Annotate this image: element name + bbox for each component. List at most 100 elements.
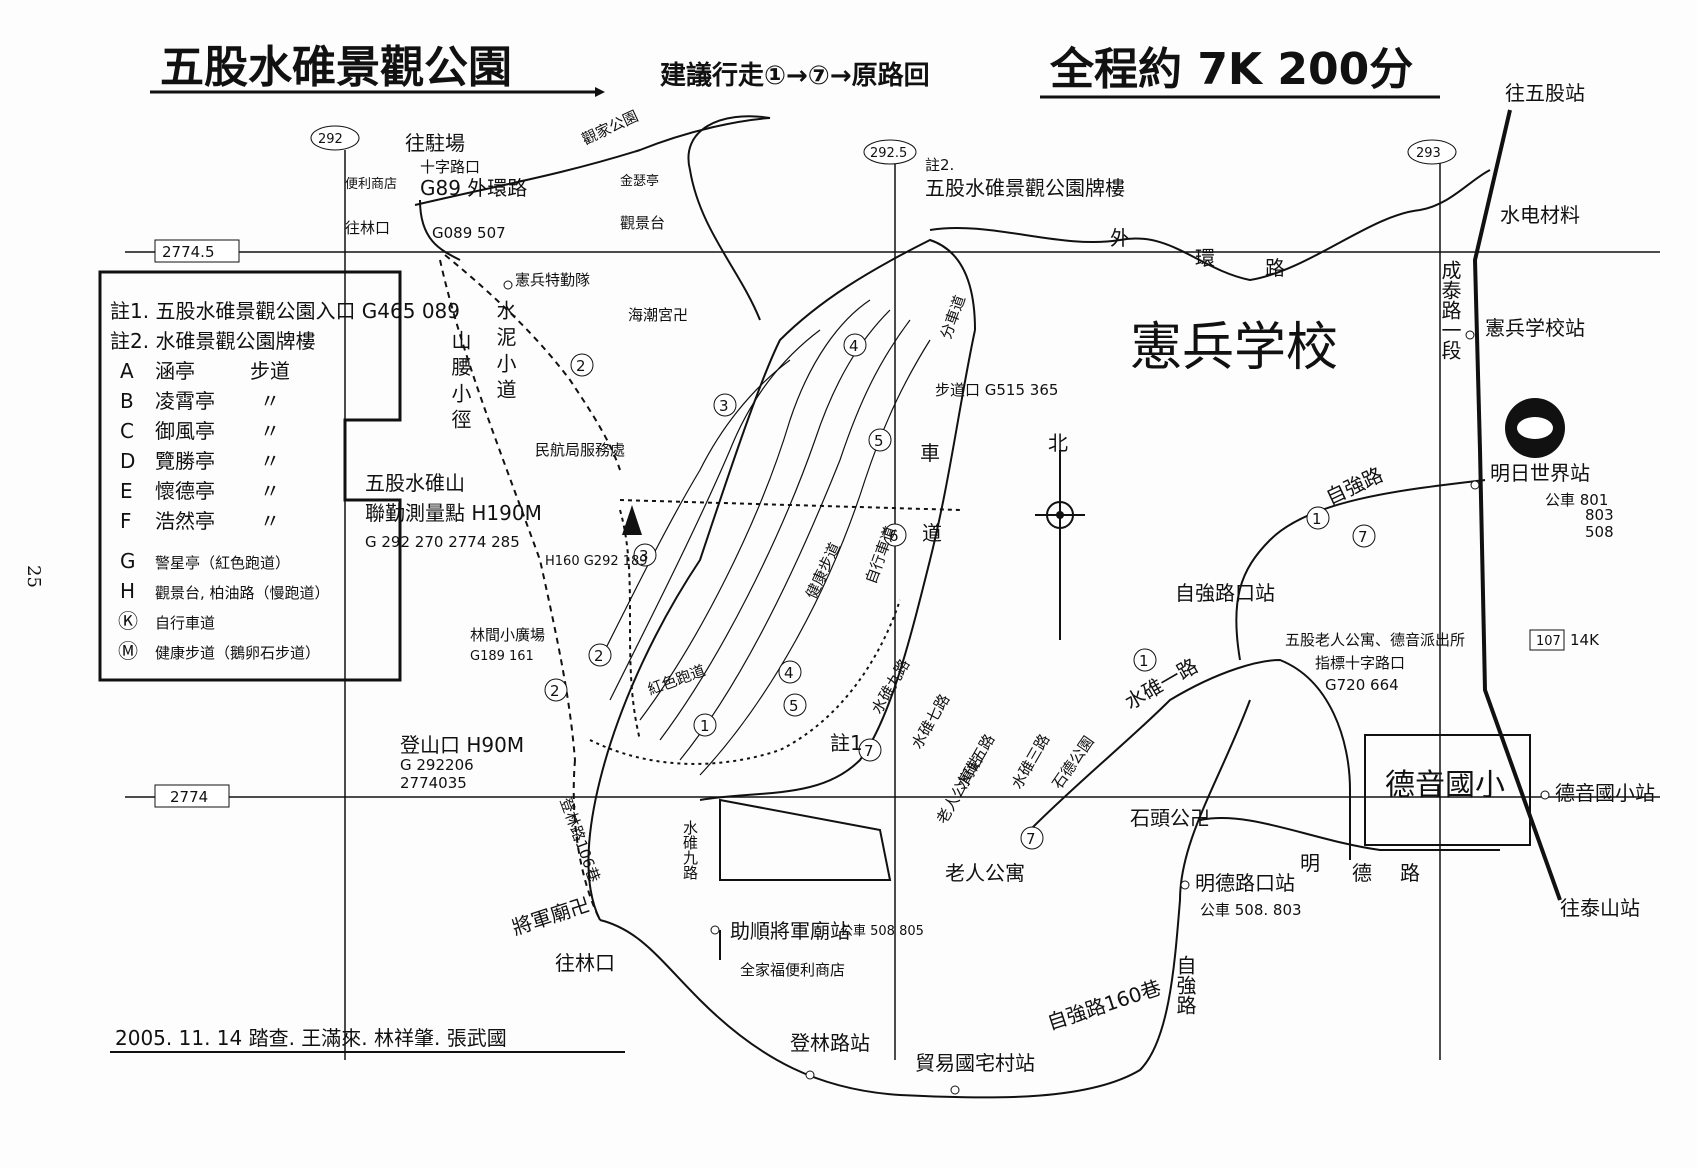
label-shan-xiao-jing: 山 腰 小 徑 bbox=[448, 330, 472, 429]
west-return-path bbox=[619, 509, 641, 741]
step-2-label: 2 bbox=[576, 357, 586, 375]
step-5-label: 5 bbox=[789, 697, 799, 715]
label-h160: H160 G292 189 bbox=[545, 554, 648, 569]
label-bus-mingde: 公車 508. 803 bbox=[1200, 901, 1302, 919]
legend-key-g: G bbox=[120, 549, 136, 573]
cement-path bbox=[444, 254, 621, 471]
label-maoyi-village: 貿易國宅村站 bbox=[915, 1051, 1035, 1075]
label-wang-lin: 往林口 bbox=[345, 219, 390, 237]
title-arrow bbox=[595, 87, 605, 97]
step-circle bbox=[883, 523, 907, 547]
park-east-boundary bbox=[699, 329, 976, 801]
step-circle bbox=[1020, 826, 1044, 850]
step-5-label: 5 bbox=[874, 432, 884, 450]
label-shuidian: 水电材料 bbox=[1500, 203, 1580, 227]
label-survey-point: 聯勤測量點 H190M bbox=[365, 501, 542, 525]
step-circle bbox=[843, 333, 867, 357]
chengtai-road bbox=[1472, 109, 1562, 901]
grid-label-box-upper bbox=[154, 239, 240, 263]
legend-items: A 涵亭 步道 B 凌霄亭 〃 C 御風亭 〃 D 覽勝亭 〃 E 懷德亭 〃 … bbox=[118, 359, 330, 663]
pillar-label-292: 292 bbox=[318, 132, 343, 147]
label-shuinian9-vert: 水碓九路 bbox=[681, 820, 699, 880]
legend-label-d: 覽勝亭 bbox=[155, 449, 215, 473]
ziqiang-road-top bbox=[1235, 479, 1486, 661]
pillar-label-2925: 292.5 bbox=[870, 146, 907, 161]
legend-label-k: 自行車道 bbox=[155, 614, 215, 632]
step-2-label: 2 bbox=[550, 682, 560, 700]
step-1-label: 1 bbox=[700, 717, 710, 735]
footer-credits: 2005. 11. 14 踏查. 王滿來. 林祥肇. 張武國 bbox=[115, 1026, 507, 1050]
label-bus-zhushun: 公車 508 805 bbox=[840, 924, 924, 939]
label-forest-plaza: 林間小廣場 bbox=[470, 626, 545, 644]
label-distance-14k: 14K bbox=[1570, 631, 1600, 649]
station-dot bbox=[1470, 480, 1480, 490]
step-2-label: 2 bbox=[594, 647, 604, 665]
step-6-label: 6 bbox=[889, 527, 899, 545]
label-g189: G189 161 bbox=[470, 649, 534, 664]
lower-block bbox=[719, 798, 892, 881]
label-haichao-gong: 海潮宮卍 bbox=[628, 306, 688, 324]
label-dengshan-kou: 登山口 H90M bbox=[400, 733, 524, 757]
legend-key-d: D bbox=[120, 449, 135, 473]
legend-key-k: Ⓚ bbox=[118, 609, 138, 633]
contour-line bbox=[699, 339, 931, 776]
label-wugu-station: 往五股站 bbox=[1505, 81, 1585, 105]
label-wang-taishan: 往泰山站 bbox=[1560, 896, 1640, 920]
shuinian-road-1 bbox=[1029, 658, 1351, 860]
waihuan-road-west bbox=[414, 117, 771, 206]
step-circle bbox=[713, 393, 737, 417]
step-1-label: 1 bbox=[1139, 652, 1149, 670]
waihuan-branch bbox=[419, 199, 461, 261]
map-title: 五股水碓景觀公園 bbox=[160, 42, 512, 93]
legend-key-f: F bbox=[120, 509, 132, 533]
step-circle bbox=[633, 543, 657, 567]
metro-logo-icon bbox=[1505, 398, 1565, 458]
label-bianli: 便利商店 bbox=[345, 177, 397, 192]
label-mingde-stop: 明德路口站 bbox=[1195, 871, 1295, 895]
label-jinse: 金瑟亭 bbox=[620, 173, 659, 189]
label-wugu-mountain: 五股水碓山 bbox=[365, 471, 465, 495]
label-car-road-1: 車 bbox=[920, 441, 940, 465]
station-dot bbox=[1465, 330, 1475, 340]
legend-label-g: 警星亭（紅色跑道） bbox=[155, 554, 290, 572]
step-7-label: 7 bbox=[864, 742, 874, 760]
compass-north-label: 北 bbox=[1048, 431, 1068, 455]
pillar-107-box bbox=[1529, 629, 1565, 651]
peak-ridge-path bbox=[687, 115, 771, 321]
label-note1-mark: 註1 bbox=[830, 731, 863, 755]
step-circle bbox=[570, 353, 594, 377]
label-zhiqiang-stop: 自強路口站 bbox=[1175, 581, 1275, 605]
label-elder-apt: 老人公寓 bbox=[945, 861, 1025, 885]
legend-suffix-c: 〃 bbox=[260, 419, 280, 443]
legend-key-h: H bbox=[120, 579, 135, 603]
label-waihuan-road: G89 外環路 bbox=[420, 176, 527, 200]
grid-label-upper: 2774.5 bbox=[162, 243, 215, 261]
summit-marker-icon bbox=[622, 505, 642, 535]
label-wang-di-chang: 往駐場 bbox=[405, 131, 465, 155]
label-bus-mingri-1: 公車 801 bbox=[1545, 491, 1608, 509]
legend-note1: 註1. 五股水碓景觀公園入口 G465 089 bbox=[110, 299, 460, 323]
label-xianbing-school-stop: 憲兵学校站 bbox=[1485, 316, 1585, 340]
label-deyin-school: 德音國小 bbox=[1385, 768, 1505, 803]
pavilion-path bbox=[619, 499, 961, 511]
contour-line bbox=[639, 299, 871, 721]
legend-suffix-f: 〃 bbox=[260, 509, 280, 533]
pillar-2925 bbox=[863, 139, 917, 165]
label-shitou-temple: 石頭公卍 bbox=[1130, 806, 1210, 830]
ziqiang-road-loop bbox=[599, 699, 1251, 1099]
label-ziqiang-road: 自強路 bbox=[1173, 955, 1197, 1015]
contour-line bbox=[609, 329, 821, 701]
page-number: 25 bbox=[23, 565, 44, 588]
legend-key-m: Ⓜ bbox=[118, 639, 138, 663]
step-3-label: 3 bbox=[639, 547, 649, 565]
total-distance: 全程約 7K 200分 bbox=[1049, 44, 1413, 95]
step-circle bbox=[858, 738, 882, 762]
label-zhushun-stop: 助順將軍廟站 bbox=[730, 919, 850, 943]
step-circle bbox=[1306, 506, 1330, 530]
legend-label-b: 凌霄亭 bbox=[155, 389, 215, 413]
compass-center bbox=[1056, 511, 1064, 519]
label-g-dengshan-2: 2774035 bbox=[400, 774, 467, 792]
step-7-label: 7 bbox=[1358, 528, 1368, 546]
legend-suffix-d: 〃 bbox=[260, 449, 280, 473]
